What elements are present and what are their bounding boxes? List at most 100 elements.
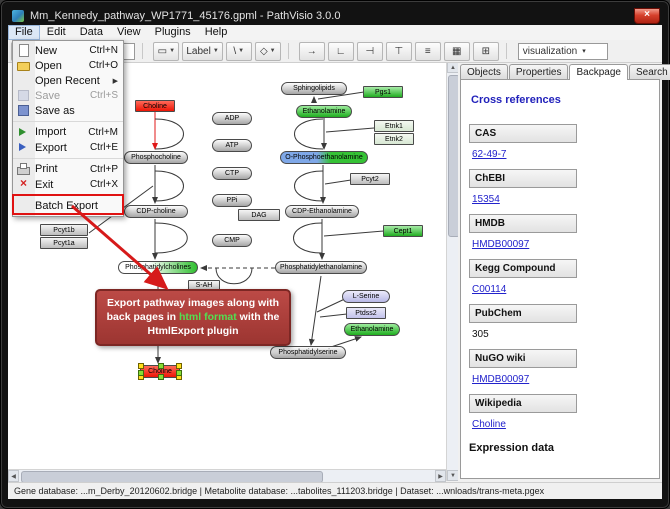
pathway-node[interactable]: Pcyt1a bbox=[40, 237, 88, 249]
pathway-edge[interactable] bbox=[154, 222, 188, 254]
pathway-node[interactable]: CDP-choline bbox=[124, 205, 188, 218]
pathway-node[interactable]: PPi bbox=[212, 194, 252, 207]
pathway-node[interactable]: Phosphatidylcholines bbox=[118, 261, 198, 274]
pathway-node[interactable]: Choline bbox=[135, 100, 175, 112]
pathway-edge[interactable] bbox=[325, 127, 375, 133]
menu-item-exit[interactable]: Exit Ctrl+X ▶ bbox=[13, 176, 123, 192]
crossref-link[interactable]: C00114 bbox=[472, 284, 507, 295]
pathway-edge[interactable] bbox=[324, 179, 352, 185]
label-tool-button[interactable]: Label▼ bbox=[182, 41, 223, 61]
pathway-node[interactable]: Phosphocholine bbox=[124, 151, 188, 164]
selection-handle[interactable] bbox=[176, 369, 182, 376]
pathway-node[interactable]: Sphingolipids bbox=[281, 82, 347, 95]
selection-handle[interactable] bbox=[158, 363, 164, 369]
menu-item-batch-export[interactable]: Batch Export ▶ bbox=[12, 194, 124, 215]
canvas-hscrollbar[interactable]: ◀ ▶ bbox=[8, 469, 446, 483]
pathway-node[interactable]: ATP bbox=[212, 139, 252, 152]
menu-item-import[interactable]: Import Ctrl+M ▶ bbox=[13, 121, 123, 140]
pathway-edge[interactable] bbox=[323, 230, 385, 237]
menu-view[interactable]: View bbox=[116, 26, 141, 38]
menu-item-icon bbox=[16, 104, 31, 117]
selection-handle[interactable] bbox=[176, 363, 182, 369]
layout-tool-icon: ⊣ bbox=[365, 45, 375, 57]
menu-item-icon bbox=[16, 176, 31, 191]
pathway-node[interactable]: ADP bbox=[212, 112, 252, 125]
selection-handle[interactable] bbox=[138, 369, 144, 376]
pathway-edge[interactable] bbox=[215, 267, 253, 285]
window-title: Mm_Kennedy_pathway_WP1771_45176.gpml - P… bbox=[30, 10, 341, 22]
pathway-node[interactable]: Pgs1 bbox=[363, 86, 403, 98]
pathway-node[interactable]: CMP bbox=[212, 234, 252, 247]
crossref-section: ChEBI 15354 15354 bbox=[461, 169, 659, 205]
canvas-vscrollbar[interactable]: ▲ ▼ bbox=[446, 62, 460, 481]
pathway-node[interactable]: Ptdss2 bbox=[346, 307, 386, 319]
tab-properties[interactable]: Properties bbox=[508, 64, 569, 80]
scroll-left-icon[interactable]: ◀ bbox=[8, 470, 19, 482]
pathway-node[interactable]: Ethanolamine bbox=[344, 323, 400, 336]
menu-item-open-recent[interactable]: Open Recent ▶ bbox=[13, 73, 123, 88]
menu-item-save-as[interactable]: Save as ▶ bbox=[13, 103, 123, 118]
pathway-node[interactable]: Ethanolamine bbox=[296, 105, 352, 118]
pathway-node[interactable]: Etnk2 bbox=[374, 133, 414, 145]
pathway-node[interactable]: Cept1 bbox=[383, 225, 423, 237]
tab-search[interactable]: Search bbox=[628, 64, 670, 80]
close-button[interactable]: × bbox=[634, 8, 660, 24]
pathway-node[interactable]: O-Phosphoethanolamine bbox=[280, 151, 368, 164]
menu-edit[interactable]: Edit bbox=[46, 26, 66, 38]
pathway-node[interactable]: CTP bbox=[212, 167, 252, 180]
pathway-edge[interactable] bbox=[154, 118, 184, 150]
menu-item-open[interactable]: Open Ctrl+O ▶ bbox=[13, 58, 123, 73]
pathway-node[interactable]: DAG bbox=[238, 209, 280, 221]
menu-item-export[interactable]: Export Ctrl+E ▶ bbox=[13, 140, 123, 155]
pathway-node[interactable]: Etnk1 bbox=[374, 120, 414, 132]
pathway-edge[interactable] bbox=[293, 222, 323, 254]
align-top-button[interactable]: ⊤ bbox=[385, 41, 412, 61]
selection-handle[interactable] bbox=[138, 363, 144, 369]
menu-data[interactable]: Data bbox=[79, 26, 103, 38]
crossref-link[interactable]: 62-49-7 bbox=[472, 149, 507, 160]
menu-item-print[interactable]: Print Ctrl+P ▶ bbox=[13, 158, 123, 177]
menu-plugins[interactable]: Plugins bbox=[154, 26, 191, 38]
selection-handle[interactable] bbox=[158, 374, 164, 380]
distribute-button[interactable]: ≡ bbox=[414, 41, 441, 61]
pathway-edge[interactable] bbox=[308, 275, 322, 346]
pathway-node[interactable]: Pcyt2 bbox=[350, 173, 390, 185]
menu-file[interactable]: File bbox=[8, 25, 40, 40]
line-tool-button[interactable]: \▼ bbox=[225, 41, 252, 61]
menu-item-icon bbox=[16, 200, 31, 213]
tab-backpage[interactable]: Backpage bbox=[569, 64, 628, 80]
connector-tool-button[interactable]: → bbox=[298, 41, 325, 61]
crossref-link[interactable]: HMDB00097 bbox=[472, 239, 530, 250]
pathway-node[interactable]: Pcyt1b bbox=[40, 224, 88, 236]
group-button[interactable]: ⊞ bbox=[472, 41, 499, 61]
crossref-sections: CAS 62-49-7 62-49-7 ChEBI 15354 15354 HM… bbox=[461, 124, 659, 430]
pathway-edge[interactable] bbox=[319, 313, 348, 318]
crossref-link[interactable]: Choline bbox=[472, 419, 506, 430]
menu-help[interactable]: Help bbox=[204, 26, 228, 38]
title-bar[interactable]: Mm_Kennedy_pathway_WP1771_45176.gpml - P… bbox=[8, 7, 662, 25]
align-left-button[interactable]: ⊣ bbox=[356, 41, 383, 61]
pathway-node[interactable]: CDP-Ethanolamine bbox=[285, 205, 359, 218]
tool-icon: ▭ bbox=[157, 45, 168, 57]
tab-objects[interactable]: Objects bbox=[460, 64, 508, 80]
pathway-node[interactable]: Phosphatidylserine bbox=[270, 346, 346, 359]
pathway-node[interactable]: Choline bbox=[138, 363, 182, 380]
crossref-link[interactable]: HMDB00097 bbox=[472, 374, 530, 385]
datanode-tool-button[interactable]: ▭▼ bbox=[153, 41, 180, 61]
pathway-node[interactable]: L-Serine bbox=[342, 290, 390, 303]
shape-tool-button[interactable]: ◇▼ bbox=[254, 41, 281, 61]
crossref-link[interactable]: 15354 bbox=[472, 194, 500, 205]
stack-button[interactable]: ▦ bbox=[443, 41, 470, 61]
menu-item-save[interactable]: Save Ctrl+S ▶ bbox=[13, 88, 123, 103]
scroll-right-icon[interactable]: ▶ bbox=[435, 470, 446, 482]
visualization-select[interactable]: visualization bbox=[517, 42, 608, 60]
pathway-edge[interactable] bbox=[154, 170, 184, 202]
pathway-node[interactable]: Phosphatidylethanolamine bbox=[275, 261, 367, 274]
menu-item-new[interactable]: New Ctrl+N ▶ bbox=[13, 43, 123, 58]
pathway-edge[interactable] bbox=[294, 118, 324, 150]
pathway-edge[interactable] bbox=[317, 91, 365, 100]
elbow-connector-button[interactable]: ∟ bbox=[327, 41, 354, 61]
pathway-edge[interactable] bbox=[294, 170, 324, 202]
pathway-edge[interactable] bbox=[330, 336, 362, 348]
